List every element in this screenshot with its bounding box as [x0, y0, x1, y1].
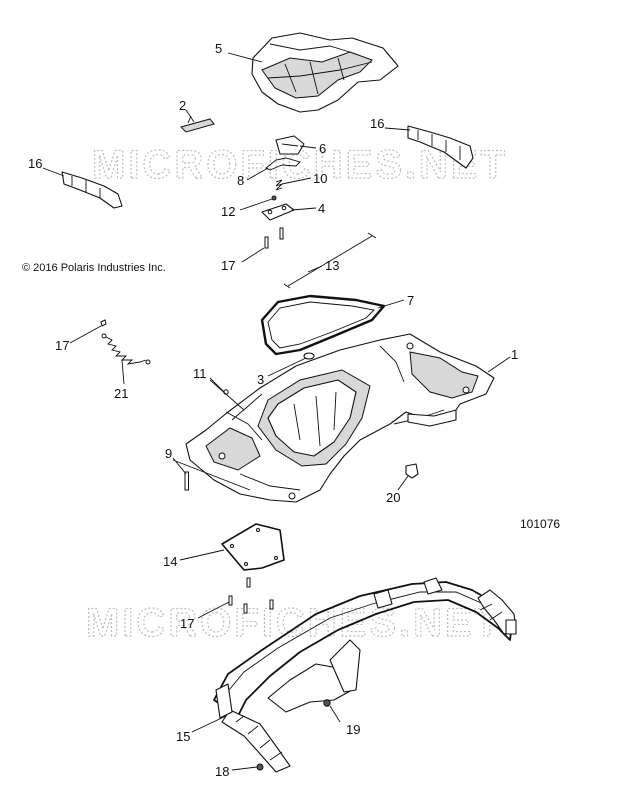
part-21-spring-cable[interactable] — [101, 333, 151, 365]
callout-6: 6 — [319, 141, 326, 156]
part-2-pad[interactable] — [180, 115, 215, 133]
diagram-number: 101076 — [520, 517, 560, 531]
callout-17-left: 17 — [55, 338, 69, 353]
callout-18: 18 — [215, 764, 229, 779]
part-3-clip[interactable] — [303, 352, 315, 360]
part-6-latch[interactable] — [275, 135, 305, 155]
callout-16-left: 16 — [28, 156, 42, 171]
part-15-frame[interactable] — [213, 577, 517, 773]
callout-10: 10 — [313, 171, 327, 186]
part-17-left-screw[interactable] — [100, 319, 107, 327]
callout-4: 4 — [318, 201, 325, 216]
callout-17-lower: 17 — [180, 616, 194, 631]
leader-lines — [42, 52, 511, 771]
callout-labels: 5 2 16 16 6 8 10 12 4 17 13 7 3 1 17 21 … — [28, 41, 518, 779]
callout-12: 12 — [221, 204, 235, 219]
part-5-top-cover[interactable] — [251, 32, 399, 113]
callout-5: 5 — [215, 41, 222, 56]
callout-11: 11 — [193, 366, 207, 381]
callout-7: 7 — [407, 293, 414, 308]
callout-20: 20 — [386, 490, 400, 505]
callout-21: 21 — [114, 386, 128, 401]
part-9-bolt[interactable] — [184, 471, 189, 491]
part-8-cable[interactable] — [265, 157, 301, 171]
watermark-bottom: MICROFICHES.NET — [86, 601, 502, 645]
part-14-shield[interactable] — [221, 523, 285, 571]
part-13-rod[interactable] — [283, 232, 377, 289]
part-12-pin[interactable] — [271, 195, 277, 201]
part-10-spring[interactable] — [275, 179, 283, 191]
part-19-nut[interactable] — [323, 699, 331, 707]
callout-3: 3 — [257, 372, 264, 387]
callout-19: 19 — [346, 722, 360, 737]
part-1-rack-body[interactable] — [185, 333, 495, 503]
callout-1: 1 — [511, 347, 518, 362]
callout-2: 2 — [179, 98, 186, 113]
part-4-bracket[interactable] — [261, 203, 295, 221]
callout-14: 14 — [163, 554, 177, 569]
callout-13: 13 — [325, 258, 339, 273]
part-16-right-rail[interactable] — [407, 125, 474, 169]
callout-16-right: 16 — [370, 116, 384, 131]
part-20-cap[interactable] — [405, 463, 419, 479]
callout-17-upper: 17 — [221, 258, 235, 273]
part-17-lower-screws[interactable] — [228, 577, 274, 614]
part-18-nut[interactable] — [256, 763, 264, 771]
callout-9: 9 — [165, 446, 172, 461]
callout-15: 15 — [176, 729, 190, 744]
copyright-notice: © 2016 Polaris Industries Inc. — [22, 262, 166, 274]
part-7-seal[interactable] — [260, 294, 386, 356]
callout-8: 8 — [237, 173, 244, 188]
part-17-upper-screws[interactable] — [264, 227, 284, 249]
part-16-left-rail[interactable] — [61, 171, 123, 209]
